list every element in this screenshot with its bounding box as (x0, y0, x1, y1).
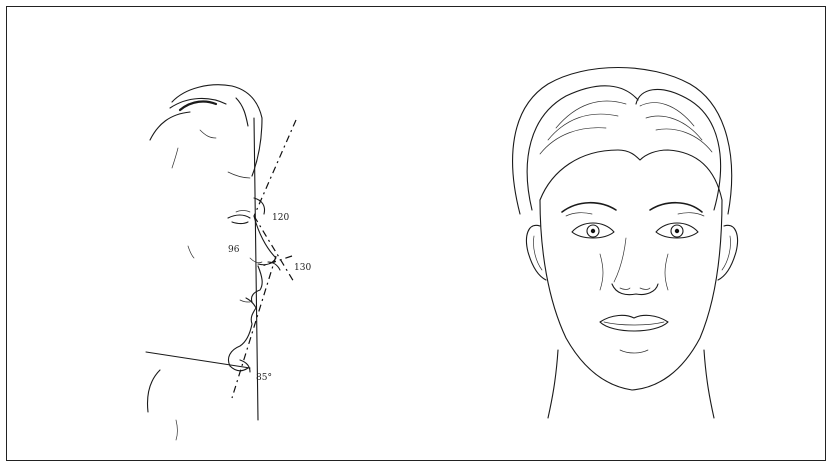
nasolabial-angle-label: 130 (294, 263, 311, 273)
labial-angle-label: 96 (228, 245, 240, 255)
profile-angle-lines (146, 118, 296, 420)
cervicomental-angle-label: 85° (256, 373, 272, 383)
profile-face-drawing (148, 85, 277, 440)
nasofrontal-angle-label: 120 (272, 213, 289, 223)
frontal-face-drawing (513, 68, 738, 419)
submental-line (146, 352, 250, 368)
